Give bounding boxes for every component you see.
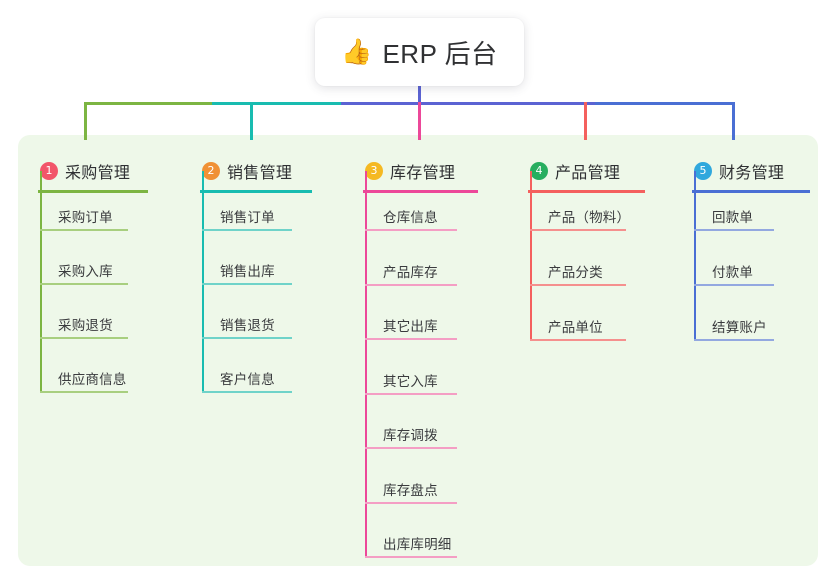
leaf-rule	[365, 501, 457, 504]
column-header-product[interactable]: 4 产品管理	[528, 157, 645, 185]
leaf-rule	[365, 338, 457, 340]
leaf-rule	[40, 337, 128, 339]
column-header-purchasing[interactable]: 1 采购管理	[38, 157, 148, 185]
column-rule-purchasing	[38, 190, 148, 193]
leaf-label: 库存调拨	[383, 428, 438, 443]
leaf-rule	[365, 447, 457, 449]
column-title-inventory: 库存管理	[390, 165, 456, 182]
column-header-sales[interactable]: 2 销售管理	[200, 157, 312, 185]
column-title-finance: 财务管理	[719, 165, 785, 182]
column-badge-sales: 2	[202, 162, 220, 180]
leaf-label: 产品（物料）	[548, 210, 631, 225]
column-rule-product	[528, 190, 645, 193]
column-inventory: 3 库存管理仓库信息产品库存其它出库其它入库库存调拨库存盘点出库库明细	[363, 135, 478, 558]
leaf-label: 销售出库	[220, 264, 275, 279]
column-sales: 2 销售管理销售订单销售出库销售退货客户信息	[200, 135, 312, 393]
root-node[interactable]: 👍 ERP 后台	[315, 18, 524, 86]
column-badge-purchasing: 1	[40, 162, 58, 180]
thumbs-up-icon: 👍	[341, 37, 373, 66]
leaf-rule	[365, 556, 457, 558]
leaf-label: 其它出库	[383, 319, 438, 334]
column-purchasing: 1 采购管理采购订单采购入库采购退货供应商信息	[38, 135, 148, 393]
leaf-label: 客户信息	[220, 372, 275, 387]
root-title: ERP 后台	[382, 38, 498, 69]
leaf-rule	[40, 391, 128, 393]
connector-inventory-segment	[340, 102, 468, 105]
leaf-rule	[530, 284, 626, 286]
horizontal-connector-bar	[84, 102, 734, 105]
connector-finance-segment	[594, 102, 734, 105]
leaf-rule	[694, 229, 774, 231]
column-title-purchasing: 采购管理	[65, 165, 131, 182]
leaf-rule	[202, 229, 292, 231]
leaf-rule	[530, 229, 626, 231]
leaf-rule	[530, 339, 626, 341]
leaf-label: 产品库存	[383, 264, 438, 280]
drop-connector-inventory	[418, 102, 421, 140]
leaf-rule	[202, 391, 292, 393]
column-product: 4 产品管理产品（物料） 产品分类产品单位	[528, 135, 645, 341]
drop-connector-purchasing	[84, 102, 87, 140]
leaf-rule	[40, 283, 128, 285]
leaf-rule	[694, 339, 774, 341]
leaf-label: 销售退货	[220, 318, 275, 333]
leaf-label: 付款单	[712, 265, 754, 280]
drop-connector-sales	[250, 102, 253, 140]
drop-connector-finance	[732, 102, 735, 140]
column-spine-finance	[694, 171, 696, 341]
leaf-rule	[202, 283, 292, 285]
column-title-product: 产品管理	[555, 165, 621, 182]
leaf-rule	[694, 284, 774, 286]
column-rule-finance	[692, 190, 810, 193]
connector-product-segment	[467, 102, 595, 105]
connector-purchasing-segment	[84, 102, 213, 105]
leaf-rule	[202, 337, 292, 339]
branches-panel	[18, 135, 818, 566]
leaf-label: 结算账户	[712, 320, 767, 335]
leaf-rule	[365, 229, 457, 231]
leaf-label: 采购订单	[58, 210, 113, 225]
leaf-label: 其它入库	[383, 373, 438, 389]
leaf-label: 采购退货	[58, 318, 113, 333]
column-badge-inventory: 3	[365, 162, 383, 180]
column-rule-inventory	[363, 190, 478, 193]
column-spine-sales	[202, 171, 204, 393]
leaf-rule	[365, 392, 457, 395]
column-rule-sales	[200, 190, 312, 193]
column-spine-purchasing	[40, 171, 42, 393]
column-spine-product	[530, 171, 532, 341]
leaf-label: 库存盘点	[383, 482, 438, 498]
leaf-label: 仓库信息	[383, 210, 438, 225]
leaf-rule	[40, 229, 128, 231]
leaf-label: 采购入库	[58, 264, 113, 279]
column-header-finance[interactable]: 5 财务管理	[692, 157, 810, 185]
column-badge-finance: 5	[694, 162, 712, 180]
column-finance: 5 财务管理回款单付款单结算账户	[692, 135, 810, 341]
column-badge-product: 4	[530, 162, 548, 180]
leaf-label: 产品分类	[548, 265, 603, 280]
connector-sales-segment	[212, 102, 341, 105]
column-spine-inventory	[365, 171, 367, 558]
root-stem-connector	[418, 86, 421, 104]
drop-connector-product	[584, 102, 587, 140]
leaf-label: 出库库明细	[383, 537, 452, 552]
leaf-label: 销售订单	[220, 210, 275, 225]
leaf-label: 供应商信息	[58, 372, 127, 387]
leaf-label: 回款单	[712, 210, 754, 225]
column-title-sales: 销售管理	[227, 165, 293, 182]
leaf-rule	[365, 283, 457, 286]
column-header-inventory[interactable]: 3 库存管理	[363, 157, 478, 185]
leaf-label: 产品单位	[548, 320, 603, 335]
